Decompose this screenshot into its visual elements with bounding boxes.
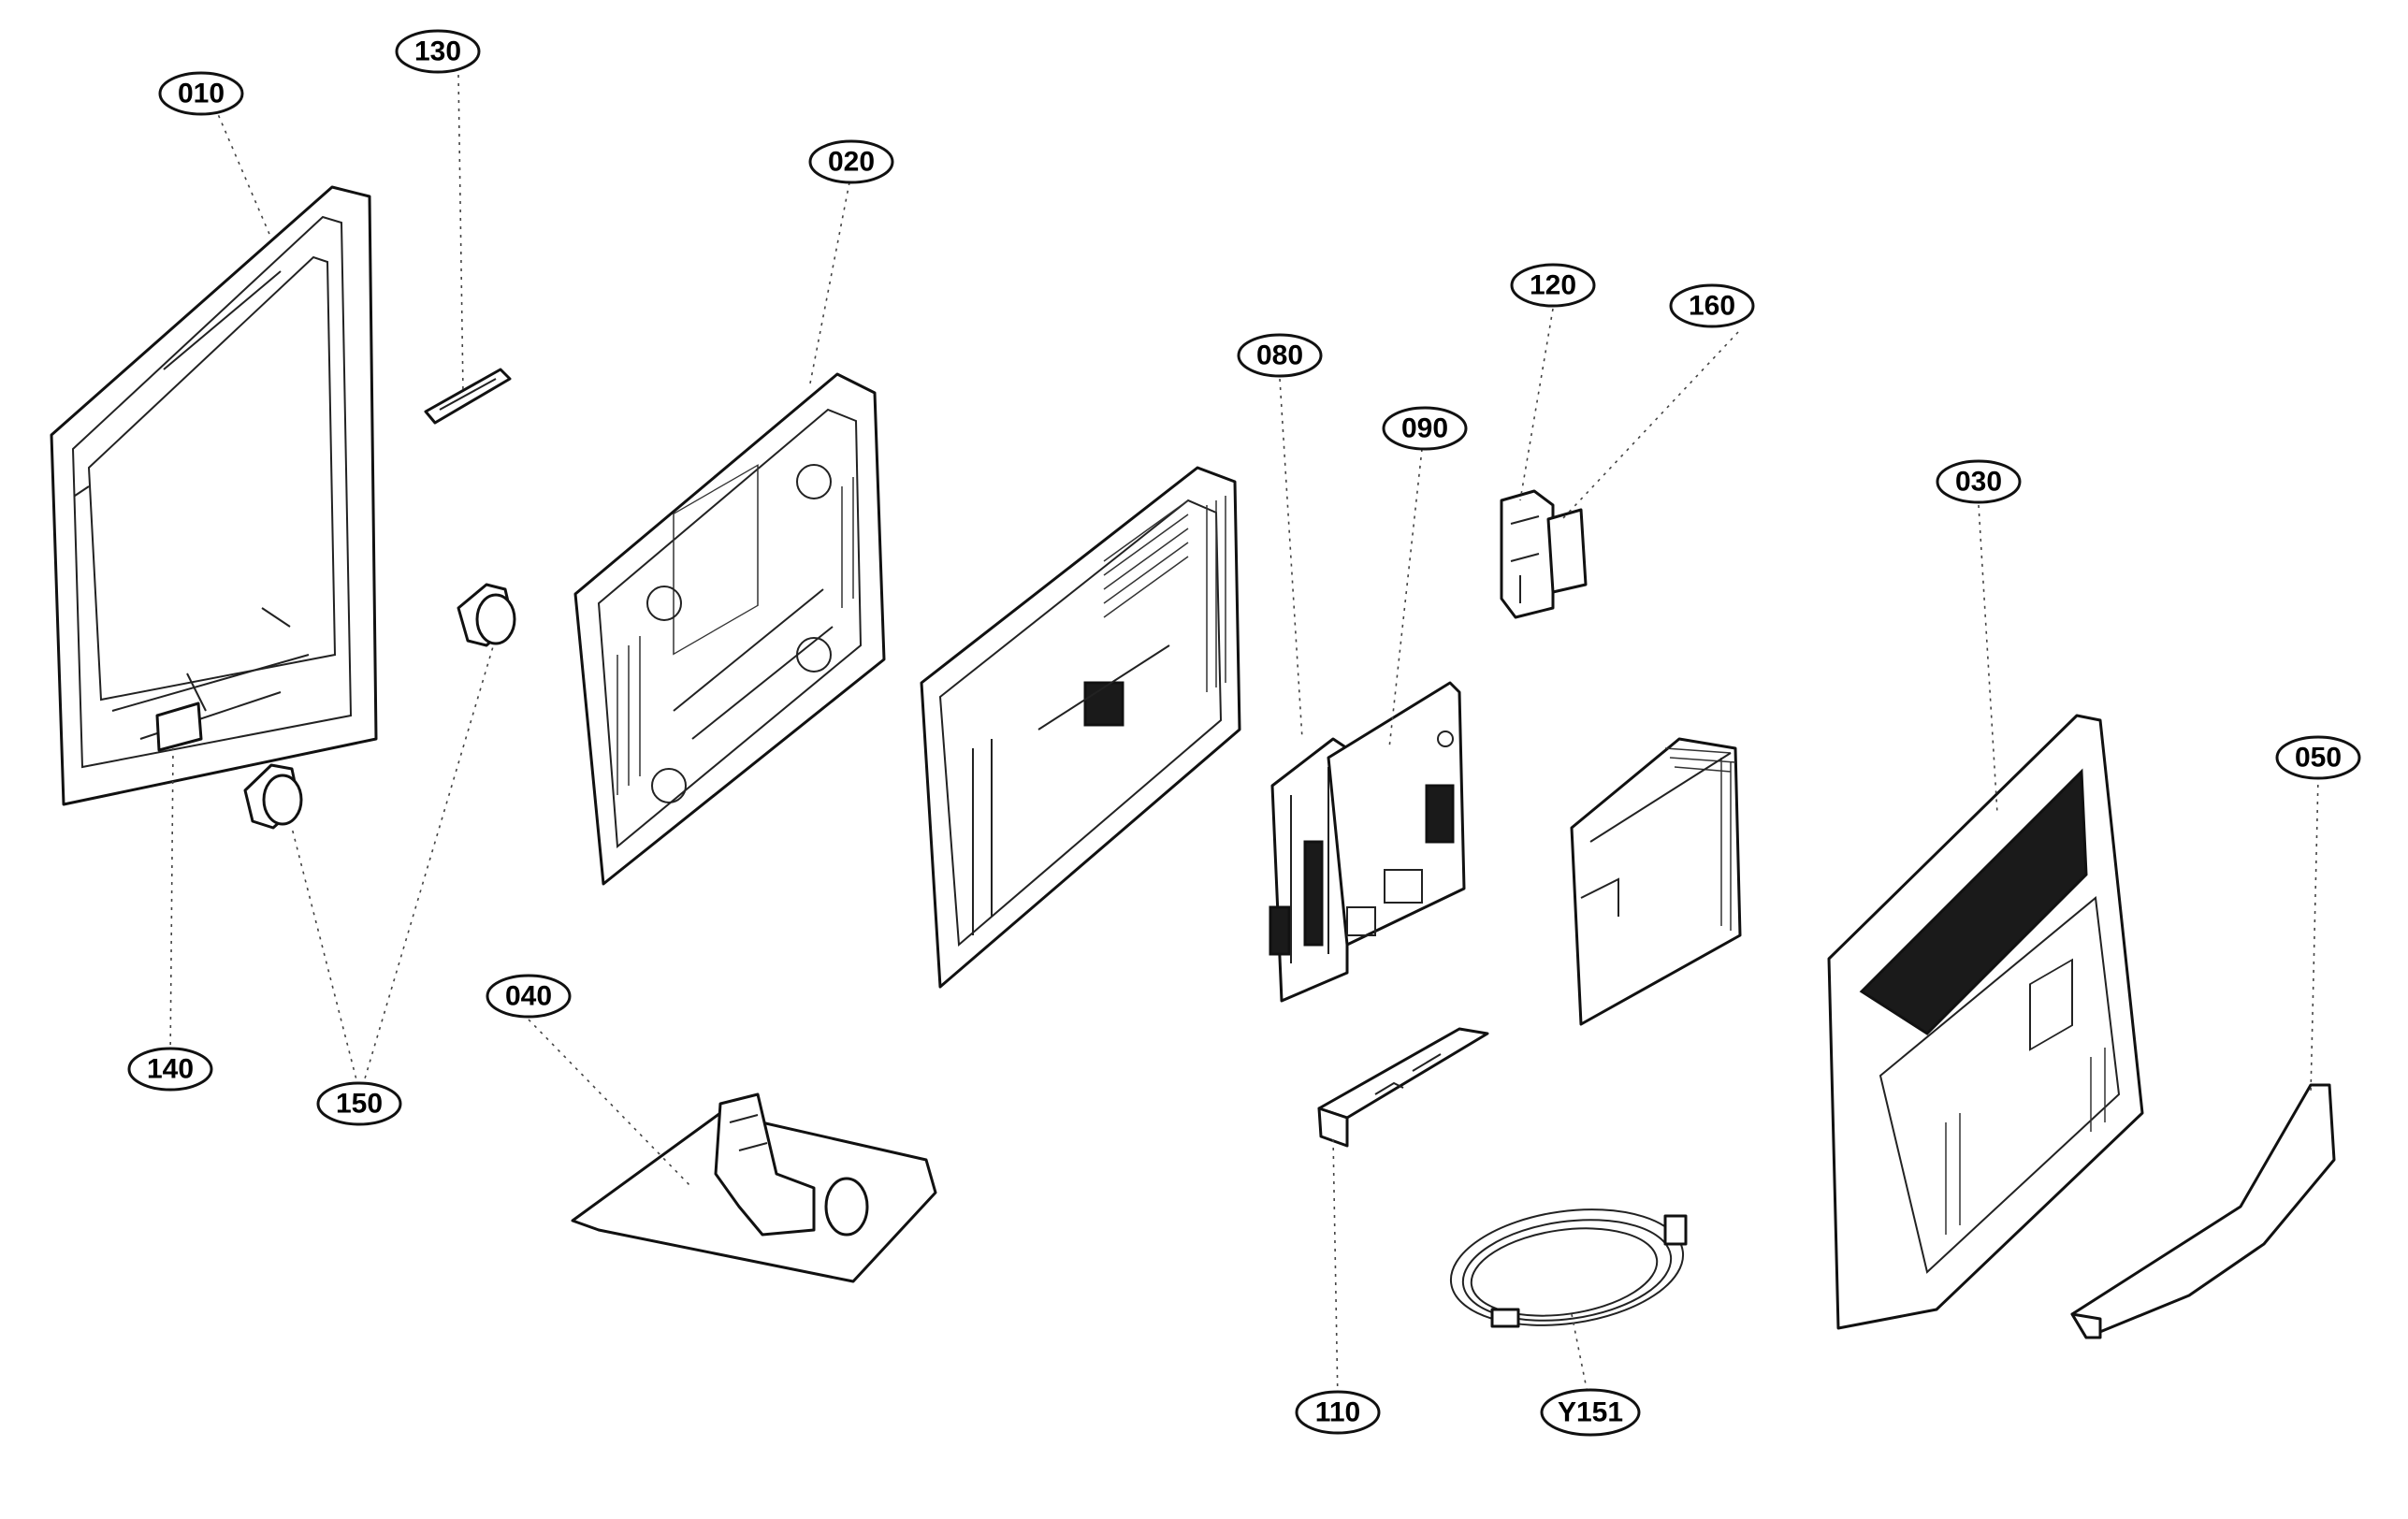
callout-140: 140 <box>127 1047 213 1092</box>
callout-090-label: 090 <box>1401 413 1448 444</box>
callout-160-label: 160 <box>1689 291 1735 322</box>
callout-150-label: 150 <box>336 1089 383 1120</box>
part-040-stand <box>571 1092 937 1283</box>
callout-120-label: 120 <box>1530 270 1576 301</box>
callout-080: 080 <box>1237 333 1323 378</box>
callout-010-label: 010 <box>178 79 225 109</box>
callout-Y151: Y151 <box>1540 1388 1641 1437</box>
callout-050: 050 <box>2275 735 2361 780</box>
part-Y151-power-cord <box>1449 1208 1688 1328</box>
callout-160: 160 <box>1669 283 1755 328</box>
leader-lines <box>169 74 2319 1409</box>
callout-130: 130 <box>395 29 481 74</box>
callout-050-label: 050 <box>2295 743 2342 774</box>
part-020-inner-frame <box>573 372 886 886</box>
part-080-board <box>1269 737 1349 1003</box>
part-120-bracket <box>1500 489 1555 619</box>
part-150-speaker-upper <box>457 583 516 647</box>
callout-020: 020 <box>808 139 894 184</box>
callout-040-label: 040 <box>505 981 552 1012</box>
callout-040: 040 <box>486 974 572 1019</box>
callout-010: 010 <box>158 71 244 116</box>
callout-110: 110 <box>1295 1390 1381 1435</box>
part-140-label <box>155 702 203 752</box>
part-150-speaker-lower <box>243 763 303 830</box>
part-030-rear-cover <box>1827 714 2144 1330</box>
part-110-side-terminal <box>1317 1027 1489 1148</box>
callouts: 010 130 020 080 090 120 160 030 <box>127 29 2361 1437</box>
callout-Y151-label: Y151 <box>1558 1397 1623 1428</box>
callout-150: 150 <box>316 1081 402 1126</box>
callout-140-label: 140 <box>147 1054 194 1085</box>
part-lcd-shield <box>920 466 1241 989</box>
callout-120: 120 <box>1510 263 1596 308</box>
part-160-sheet <box>1546 508 1588 594</box>
part-050-cover-plate <box>2070 1083 2336 1339</box>
callout-030-label: 030 <box>1955 467 2002 498</box>
callout-080-label: 080 <box>1256 340 1303 371</box>
part-power-unit <box>1570 737 1742 1026</box>
callout-020-label: 020 <box>828 147 875 178</box>
part-010-front-bezel <box>50 185 378 806</box>
part-130-control-strip <box>424 368 512 425</box>
callout-110-label: 110 <box>1315 1397 1360 1428</box>
callout-130-label: 130 <box>414 36 461 67</box>
part-090-main-board <box>1327 681 1466 947</box>
callout-090: 090 <box>1382 406 1468 451</box>
callout-030: 030 <box>1936 459 2022 504</box>
